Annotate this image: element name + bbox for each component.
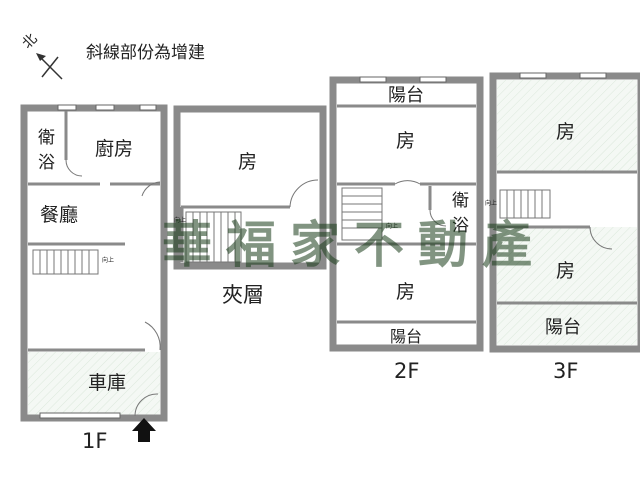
floor-3f-outer-wall [489, 72, 640, 353]
floor-mezzanine: 向上 房 夾層 [173, 105, 327, 307]
room-3f-room-top: 房 [556, 121, 575, 143]
3f-top-extension-area [497, 80, 637, 172]
room-1f-garage: 車庫 [88, 372, 126, 394]
north-arrow: 北 [19, 31, 63, 80]
floor-1f: 向上 衛 浴 廚房 餐廳 車庫 1F [20, 104, 168, 453]
floor-2f: 向上 陽台 房 衛 浴 房 陽台 2F [329, 76, 484, 383]
room-2f-room-top: 房 [396, 130, 415, 152]
stairs-mezz-label: 向上 [174, 216, 186, 224]
extension-note: 斜線部份為增建 [86, 43, 205, 63]
floor-2f-outer-wall [329, 76, 484, 352]
stairs-1f: 向上 [32, 249, 114, 275]
room-2f-bath-2: 浴 [452, 216, 469, 236]
room-2f-bath-1: 衛 [452, 191, 469, 211]
room-1f-dining: 餐廳 [40, 204, 78, 226]
stairs-3f: 向上 [485, 189, 551, 219]
entrance-arrow-icon [132, 418, 156, 442]
floor-3f: 向上 房 房 陽台 3F [485, 72, 640, 383]
stairs-2f-label: 向上 [386, 222, 398, 230]
room-2f-balcony-bottom: 陽台 [390, 327, 422, 346]
north-label: 北 [19, 31, 40, 52]
watermark: 華福家不動產 [162, 216, 546, 274]
stairs-2f: 向上 [341, 187, 398, 241]
floor-3f-label: 3F [553, 359, 578, 383]
room-1f-bath-2: 浴 [38, 153, 55, 173]
room-1f-kitchen: 廚房 [95, 137, 133, 160]
room-2f-room-bottom: 房 [396, 281, 415, 303]
room-1f-bath-1: 衛 [38, 128, 55, 148]
floor-1f-label: 1F [82, 429, 107, 453]
room-3f-balcony: 陽台 [545, 317, 581, 338]
room-2f-balcony-top: 陽台 [388, 85, 424, 106]
floor-mezz-label: 夾層 [222, 283, 264, 307]
stairs-mezz: 向上 [174, 211, 242, 263]
room-mezz-room: 房 [238, 151, 257, 173]
stairs-3f-label: 向上 [485, 199, 497, 207]
3f-bottom-extension-area [497, 227, 637, 345]
room-3f-room-bottom: 房 [556, 260, 575, 282]
stairs-1f-label: 向上 [102, 256, 114, 264]
floor-mezz-outer-wall [173, 105, 327, 270]
floor-2f-label: 2F [394, 359, 419, 383]
